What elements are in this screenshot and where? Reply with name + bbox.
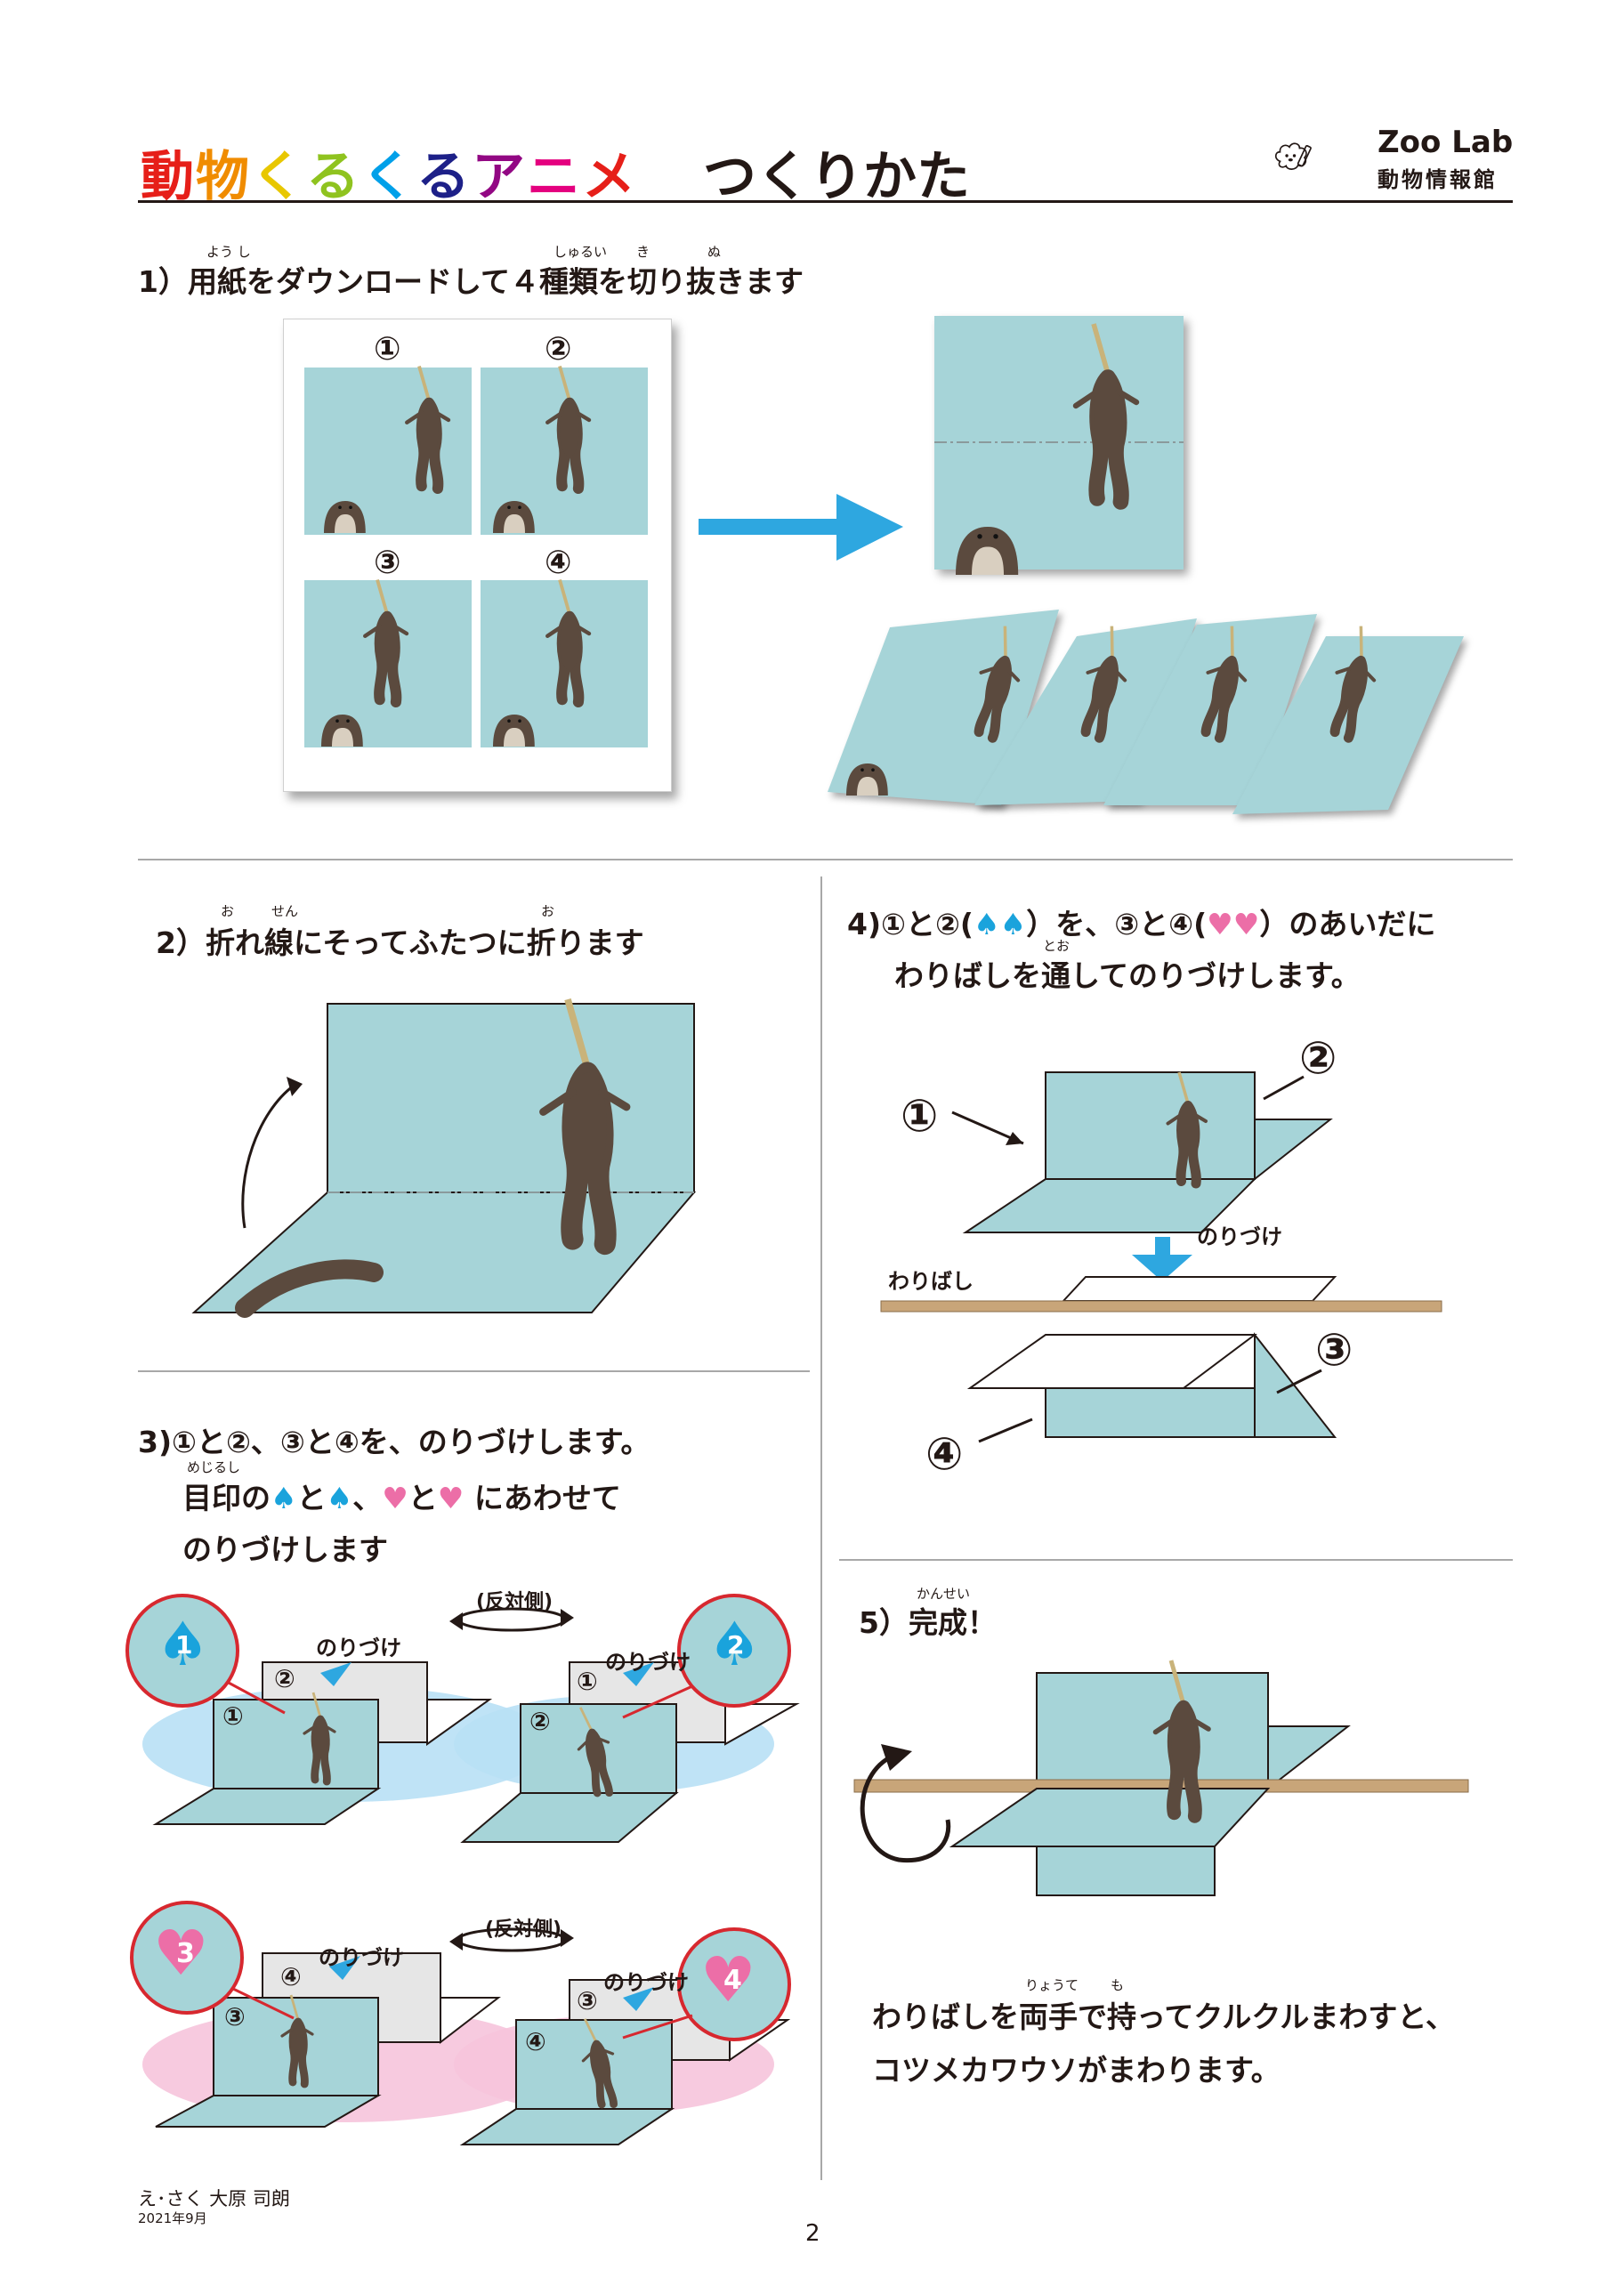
glue-label-b: のりづけ [605, 1650, 691, 1675]
title-char-0: 動 [141, 146, 196, 208]
ruby-ki: き [636, 244, 650, 260]
ruby-nu: ぬ [707, 244, 722, 260]
panel-label-2a: ② [274, 1664, 295, 1693]
panel-label-1b: ① [577, 1667, 598, 1696]
badge-3: 3 [176, 1938, 195, 1969]
title-char-6: ア [472, 146, 527, 208]
panel-label-4b: ④ [525, 2027, 546, 2056]
page-subtitle: つくりかた [703, 146, 970, 208]
ruby-o2: お [541, 903, 555, 919]
ruby-mejirushi: めじるし [187, 1459, 241, 1475]
title-char-1: 物 [196, 146, 251, 208]
step-1-text: 1）用紙をダウンロードして４種類を切り抜きます [138, 264, 804, 299]
reverse-label-b: (反対側) [485, 1919, 562, 1941]
ruby-o1: お [221, 903, 235, 919]
ruby-shurui: しゅるい [553, 244, 608, 260]
ruby-too: とお [1043, 938, 1071, 954]
final-line2: コツメカワウソがまわります。 [872, 2053, 1281, 2088]
rotate-arrow-icon [860, 1755, 951, 1863]
spade-2-icon: ♠ [326, 1481, 353, 1515]
heart-4-icon: ♥ [437, 1481, 465, 1515]
callout-spade-2 [622, 1594, 791, 1719]
glue-diagram-3-4 [155, 1927, 791, 2145]
glue-label-a: のりづけ [316, 1636, 401, 1660]
divider-vertical [820, 876, 822, 2180]
callout-heart-4 [622, 1927, 791, 2041]
big-spade-2-icon: ♠ [707, 1610, 762, 1680]
panel-label-3b: ③ [577, 1986, 598, 2015]
heart-pair-icon: ♥♥ [1207, 907, 1260, 941]
logo-text: Zoo Lab [1378, 125, 1514, 160]
heart-3-icon: ♥ [382, 1481, 408, 1515]
diagram-num-4: ④ [925, 1428, 964, 1480]
glue-diagram-1-2 [152, 1607, 800, 1843]
divider-3 [839, 1559, 1513, 1561]
final-line1: わりばしを両手で持ってクルクルまわすと、 [872, 1999, 1456, 2034]
callout-heart-3 [130, 1901, 295, 2020]
glue-label-e: のりづけ [1197, 1224, 1282, 1249]
zoolab-logo-icon [1274, 142, 1312, 170]
title-char-3: る [306, 146, 361, 208]
title-char-8: メ [582, 146, 637, 208]
spade-1-icon: ♠ [271, 1481, 297, 1515]
fold-back [327, 1003, 695, 1193]
big-heart-4-icon: ♥ [700, 1943, 756, 2016]
fold-arrow-icon [241, 1084, 295, 1229]
ruby-sen: せん [271, 903, 299, 919]
panel-label-3a: ③ [224, 2002, 246, 2032]
badge-1: 1 [175, 1630, 193, 1660]
diagram-num-2: ② [1299, 1032, 1337, 1084]
spade-pair-icon: ♠♠ [974, 907, 1027, 941]
panel-num-4: ④ [545, 545, 572, 581]
panel-num-1: ① [374, 331, 401, 368]
logo-subtext: 動物情報館 [1378, 167, 1498, 192]
step-2-text: 2）折れ線にそってふたつに折ります [156, 925, 644, 960]
title-char-7: ニ [527, 146, 582, 208]
title-char-2: く [251, 146, 306, 208]
stacked-cards [828, 610, 1464, 814]
credit-text: え･さく 大原 司朗 [138, 2188, 290, 2209]
panel-label-2b: ② [529, 1707, 551, 1736]
diagram-num-3: ③ [1315, 1324, 1353, 1376]
step-3-line1: 3)①と②、③と④を、のりづけします。 [138, 1425, 650, 1459]
ruby-kansei: かんせい [917, 1586, 971, 1602]
reverse-label-a: (反対側) [476, 1591, 553, 1613]
big-spade-1-icon: ♠ [156, 1610, 210, 1680]
right-arrow-icon [699, 494, 903, 561]
glue-label-c: のりづけ [319, 1945, 404, 1970]
app-title: 動物くるくるアニメ [141, 133, 637, 211]
step-5-text: 5）完成！ [859, 1605, 997, 1640]
badge-2: 2 [727, 1630, 745, 1660]
step-4-line2: わりばしを通してのりづけします。 [894, 958, 1361, 993]
chopstick-label: わりばし [888, 1269, 974, 1294]
page-number: 2 [805, 2220, 820, 2247]
step-3-line2: 目印の♠と♠、♥と♥ にあわせて [182, 1481, 621, 1515]
step-4-line1: 4)①と②(♠♠）を、③と④(♥♥）のあいだに [847, 907, 1436, 941]
finished-toy [853, 1660, 1469, 1896]
badge-4: 4 [723, 1965, 742, 1996]
ruby-youshi: よう し [206, 244, 251, 260]
diagram-num-1: ① [901, 1090, 939, 1142]
title-char-4: く [361, 146, 416, 208]
divider-1 [138, 859, 1513, 860]
step-3-line3: のりづけします [182, 1532, 388, 1567]
divider-2 [138, 1370, 810, 1372]
panel-num-3: ③ [374, 545, 401, 581]
ruby-ryoute: りょうて [1025, 1977, 1079, 1993]
panel-num-2: ② [545, 331, 572, 368]
big-heart-3-icon: ♥ [153, 1917, 209, 1990]
callout-spade-1 [125, 1594, 286, 1715]
panel-label-4a: ④ [280, 1962, 302, 1991]
ruby-mo: も [1111, 1977, 1125, 1993]
date-text: 2021年9月 [138, 2210, 207, 2226]
assembly-diagram [880, 1072, 1442, 1443]
glue-label-d: のりづけ [603, 1970, 689, 1995]
header-rule [138, 200, 1513, 203]
title-char-5: る [416, 146, 472, 208]
panel-label-1a: ① [222, 1701, 244, 1731]
